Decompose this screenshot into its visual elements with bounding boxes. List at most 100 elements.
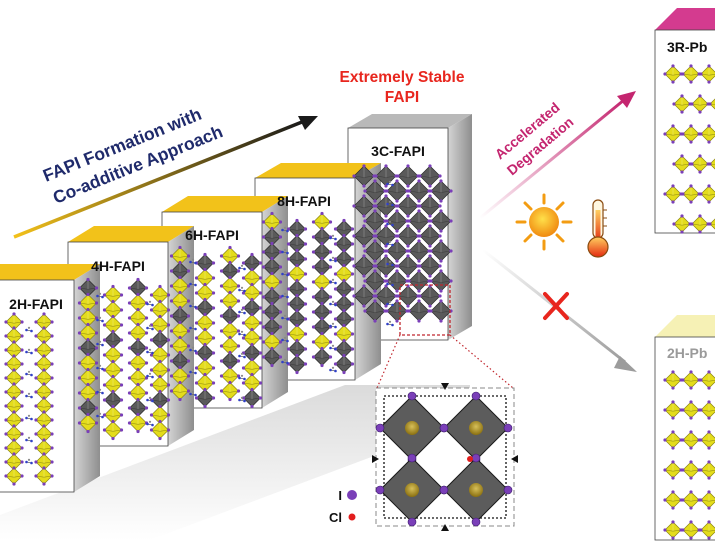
octahedron [363,179,387,203]
octahedron [699,184,715,204]
octahedron [149,419,171,441]
fa-cation [238,352,246,359]
octahedron [363,299,387,323]
octahedron [102,374,124,396]
octahedron [4,466,24,486]
fa-cation [146,348,154,355]
fa-cation [281,248,289,255]
fa-cation [189,324,197,331]
octahedron [690,154,710,174]
octahedron [663,184,683,204]
product-label-2h-pb: 2H-Pb [667,345,707,361]
octahedron [333,233,355,255]
degradation-arrow [479,91,636,220]
octahedron [194,387,216,409]
octahedron [663,370,683,390]
octahedron [169,365,191,387]
octahedron [333,353,355,375]
octahedron [681,520,701,540]
octahedron [241,387,263,409]
fa-cation [386,280,394,287]
octahedron [102,419,124,441]
octahedron [352,254,376,278]
octahedron [672,214,692,234]
zoom-region [399,284,451,336]
octahedron [699,400,715,420]
structure-3r [663,64,715,234]
octahedron [663,124,683,144]
octahedron [407,239,431,263]
fa-cation [25,326,33,333]
octahedron [127,277,149,299]
octahedron [241,282,263,304]
octahedron [169,260,191,282]
structure-8h [261,211,355,375]
zoom-strain-arrows [372,383,518,531]
fa-cation [189,280,197,287]
octahedron [385,179,409,203]
octahedron [169,245,191,267]
octahedron [311,256,333,278]
octahedron [429,239,453,263]
octahedron [681,400,701,420]
fa-cation [238,286,246,293]
octahedron [34,326,54,346]
octahedron [396,194,420,218]
fa-cation [329,366,337,373]
product-box-3r [654,8,715,234]
legend-dot-chloride [348,513,356,521]
stable-label-line1: Extremely Stable [340,69,465,86]
octahedron [333,278,355,300]
structure-2h [4,312,54,486]
structure-3c [352,164,453,327]
fa-cation [386,240,394,247]
octahedron [77,367,99,389]
fa-cation [329,322,337,329]
fa-cation [281,270,289,277]
atom-legend: I Cl [329,488,357,525]
octahedron [34,466,54,486]
octahedron [286,263,308,285]
octahedron [374,164,398,188]
octahedron [396,164,420,188]
octahedron [219,350,241,372]
phase-label-8h: 8H-FAPI [277,193,331,209]
octahedron [396,254,420,278]
octahedron [219,365,241,387]
fa-cation [281,358,289,365]
fa-cation [96,364,104,371]
octahedron [663,490,683,510]
fa-cation [238,264,246,271]
phase-label-3c: 3C-FAPI [371,143,425,159]
fa-cation [189,302,197,309]
fa-cation [25,370,33,377]
octahedron [169,380,191,402]
octahedron [127,397,149,419]
fa-cation [146,324,154,331]
octahedron [261,346,283,368]
fa-cation [329,344,337,351]
octahedron [374,224,398,248]
structure-2h-pb [663,370,715,540]
octahedron [681,460,701,480]
fa-cation [25,392,33,399]
phase-label-6h: 6H-FAPI [185,227,239,243]
fa-cation [96,412,104,419]
octahedron [699,430,715,450]
octahedron [429,299,453,323]
zoom-lines [376,334,514,389]
zoom-octahedron [439,453,513,527]
approach-arrow [13,116,318,239]
octahedron [699,520,715,540]
octahedron [261,226,283,248]
fa-cation [238,374,246,381]
octahedron [681,370,701,390]
fa-cation [329,256,337,263]
octahedron [286,353,308,375]
octahedron [311,346,333,368]
octahedron [429,179,453,203]
octahedron [699,370,715,390]
octahedron [418,164,442,188]
octahedron [699,64,715,84]
